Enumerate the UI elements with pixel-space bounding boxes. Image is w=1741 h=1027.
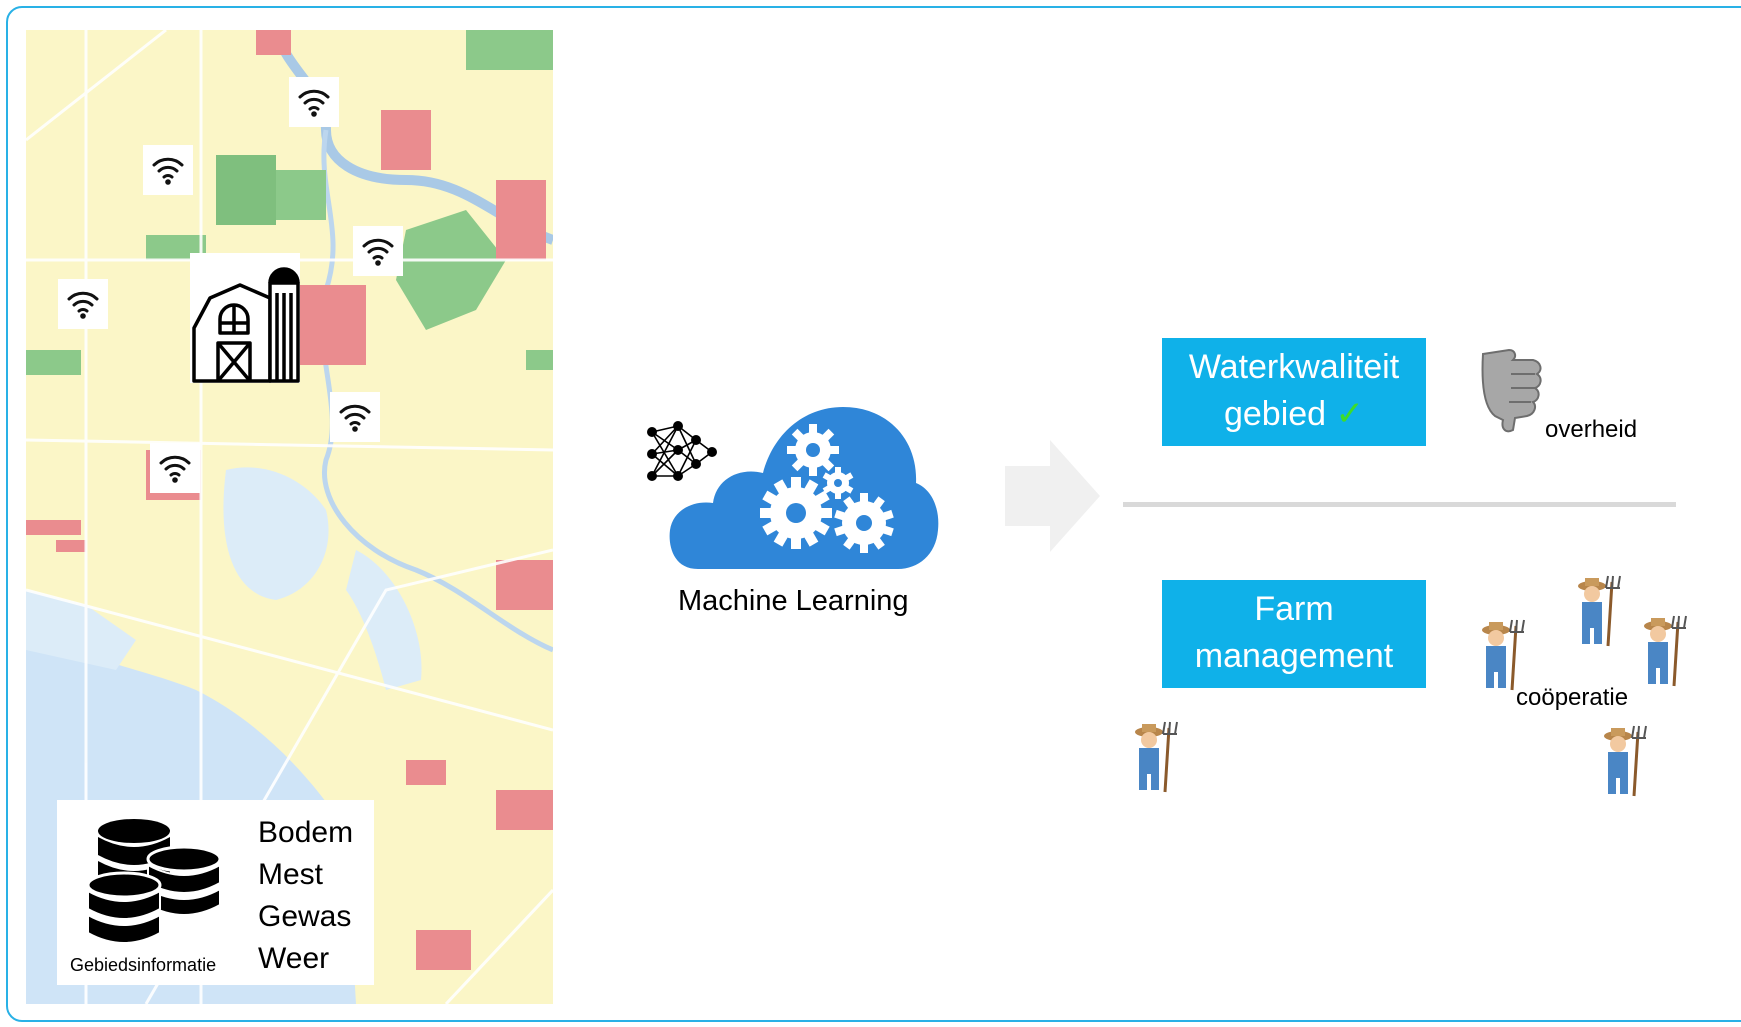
figure-frame <box>6 6 1741 1022</box>
farm-management-box: Farm management <box>1162 580 1426 688</box>
wifi-icon <box>143 145 193 195</box>
farmer-icon <box>1644 615 1687 687</box>
data-source-item: Gewas <box>258 900 352 933</box>
farmer-icon <box>1135 721 1178 793</box>
wifi-icon <box>353 226 403 276</box>
water-quality-box: Waterkwaliteit gebied ✓ <box>1162 338 1426 446</box>
section-divider <box>1123 502 1676 507</box>
cooperatie-label: coöperatie <box>1516 684 1629 711</box>
database-icon <box>84 815 222 953</box>
barn-icon <box>190 253 300 383</box>
cloud-gears-icon <box>668 405 940 570</box>
wifi-icon <box>150 443 200 493</box>
machine-learning-label: Machine Learning <box>678 585 909 617</box>
overheid-label: overheid <box>1545 416 1638 443</box>
water-quality-subtitle-row: gebied ✓ <box>1162 391 1426 438</box>
wifi-icon <box>330 392 380 442</box>
data-source-item: Weer <box>258 942 330 975</box>
checkmark-icon: ✓ <box>1335 395 1365 433</box>
farmer-icon <box>1482 619 1525 691</box>
arrow-right-icon <box>1005 440 1100 552</box>
water-quality-title: Waterkwaliteit <box>1188 348 1400 386</box>
thumbs-up-icon <box>1475 348 1543 434</box>
farmer-icon <box>1578 575 1621 647</box>
water-quality-subtitle: gebied <box>1223 395 1327 433</box>
neural-network-icon <box>644 420 718 486</box>
farm-management-title: Farm <box>1254 590 1334 628</box>
data-source-item: Bodem <box>258 816 354 849</box>
data-source-list: Bodem Mest Gewas Weer <box>258 812 353 980</box>
database-caption: Gebiedsinformatie <box>70 955 217 975</box>
farmer-icon <box>1604 725 1647 797</box>
wifi-icon <box>289 77 339 127</box>
data-source-item: Mest <box>258 858 324 891</box>
wifi-icon <box>58 279 108 329</box>
farm-management-subtitle: management <box>1194 637 1394 675</box>
